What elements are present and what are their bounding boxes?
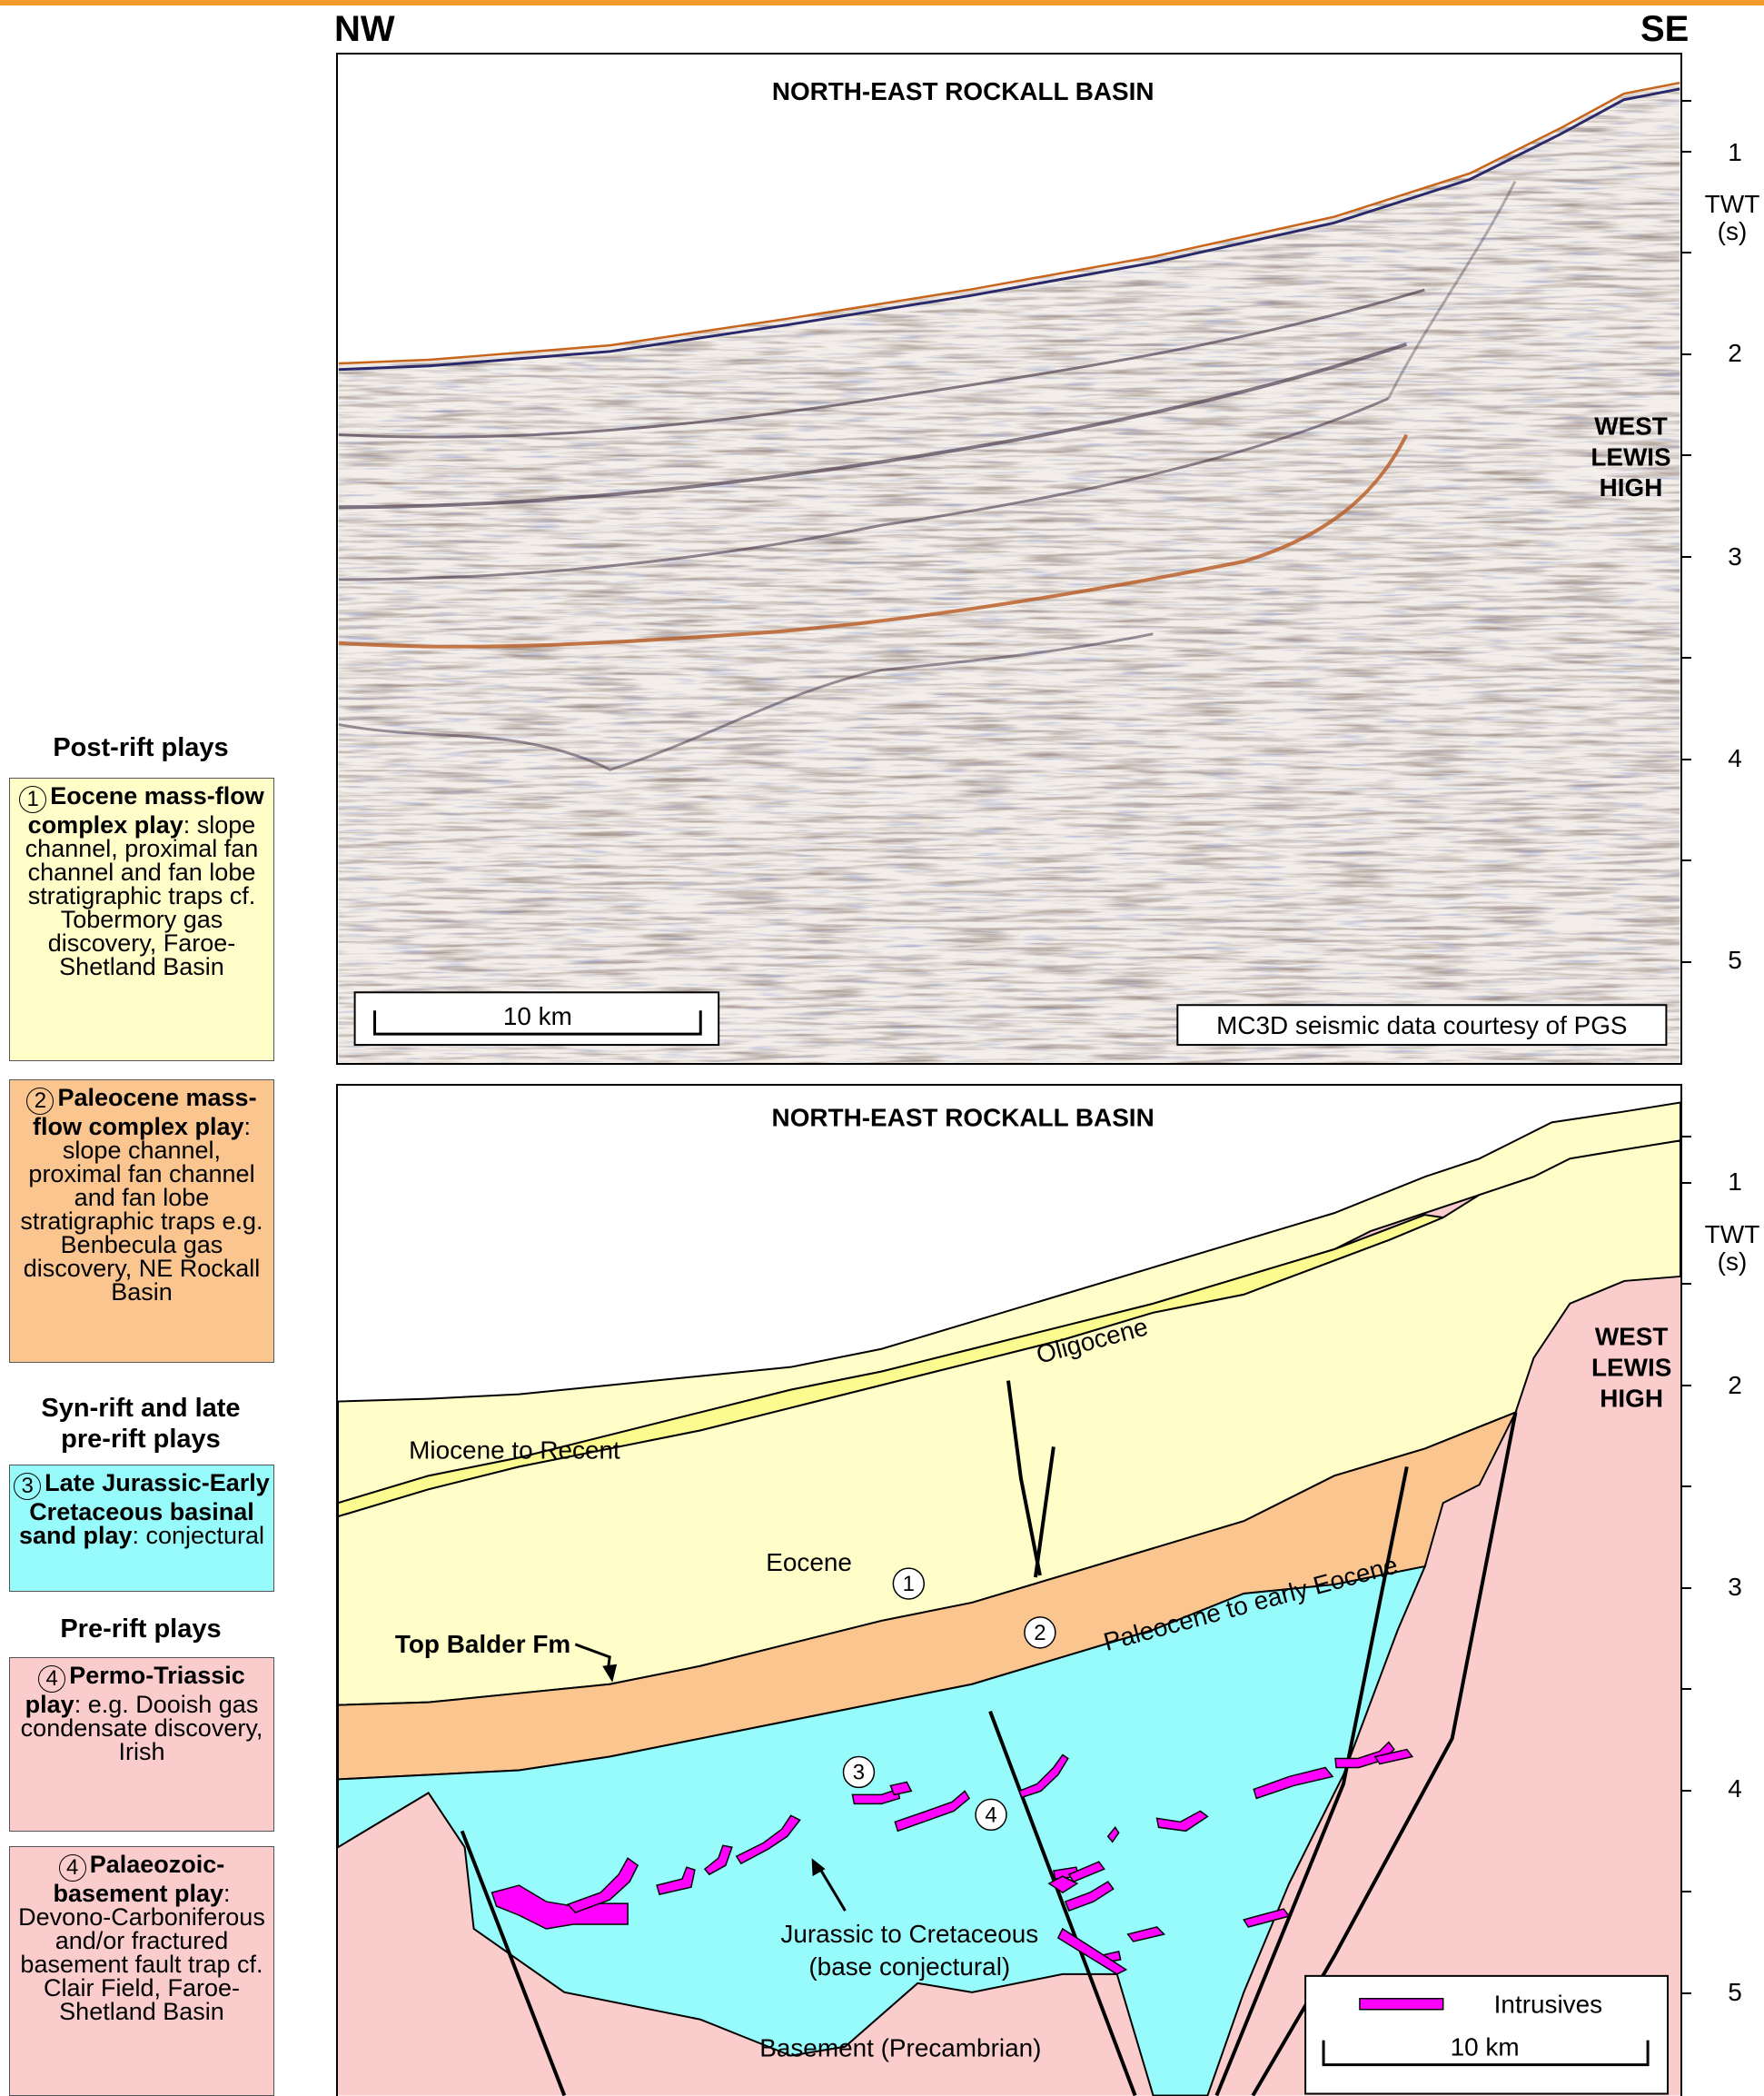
intrusive-swatch bbox=[1360, 1999, 1443, 2010]
section-twt-unit: (s) bbox=[1718, 1247, 1748, 1276]
seismic-tick-4: 4 bbox=[1728, 744, 1742, 772]
accent-bar bbox=[0, 0, 1764, 5]
seismic-high-label-3: HIGH bbox=[1600, 473, 1663, 502]
twt-axis: 1 2 3 4 5 TWT (s) 1 2 3 4 5 TWT (s) bbox=[1682, 53, 1764, 2096]
eocene-label: Eocene bbox=[766, 1548, 852, 1576]
seismic-twt-unit: (s) bbox=[1718, 217, 1748, 245]
section-tick-4: 4 bbox=[1728, 1774, 1742, 1803]
miocene-label: Miocene to Recent bbox=[409, 1435, 620, 1464]
seismic-tick-1: 1 bbox=[1728, 138, 1742, 166]
section-tick-2: 2 bbox=[1728, 1371, 1742, 1399]
jurassic-label-1: Jurassic to Cretaceous bbox=[780, 1920, 1038, 1948]
post-rift-heading: Post-rift plays bbox=[0, 732, 282, 763]
seismic-high-label-2: LEWIS bbox=[1591, 442, 1670, 471]
seismic-title: NORTH-EAST ROCKALL BASIN bbox=[772, 77, 1155, 105]
seismic-scale-bar: 10 km bbox=[355, 992, 719, 1045]
section-panel: NORTH-EAST ROCKALL BASIN WEST LEWIS HIGH… bbox=[336, 1084, 1682, 2096]
seismic-panel: NORTH-EAST ROCKALL BASIN WEST LEWIS HIGH… bbox=[336, 53, 1682, 1065]
play-number-1: 1 bbox=[19, 786, 46, 813]
section-legend: Intrusives 10 km bbox=[1305, 1976, 1668, 2094]
section-high-label-1: WEST bbox=[1595, 1323, 1669, 1351]
marker-2: 2 bbox=[1034, 1621, 1046, 1645]
section-scale-label: 10 km bbox=[1451, 2033, 1520, 2061]
intrusives-legend-label: Intrusives bbox=[1494, 1991, 1602, 2019]
section-tick-1: 1 bbox=[1728, 1167, 1742, 1196]
section-high-label-3: HIGH bbox=[1600, 1385, 1663, 1413]
seismic-twt-label: TWT bbox=[1705, 190, 1760, 218]
seismic-tick-3: 3 bbox=[1728, 542, 1742, 571]
section-tick-5: 5 bbox=[1728, 1978, 1742, 2006]
marker-1: 1 bbox=[903, 1572, 915, 1596]
marker-3: 3 bbox=[853, 1760, 865, 1784]
syn-rift-heading: Syn-rift and late pre-rift plays bbox=[0, 1393, 282, 1455]
top-balder-label: Top Balder Fm bbox=[395, 1630, 570, 1658]
seismic-credit-text: MC3D seismic data courtesy of PGS bbox=[1216, 1011, 1627, 1039]
direction-nw: NW bbox=[334, 9, 395, 50]
seismic-tick-5: 5 bbox=[1728, 946, 1742, 974]
section-twt-label: TWT bbox=[1705, 1220, 1760, 1248]
seismic-credit: MC3D seismic data courtesy of PGS bbox=[1177, 1005, 1666, 1045]
seismic-high-label-1: WEST bbox=[1594, 412, 1668, 440]
jurassic-label-2: (base conjectural) bbox=[808, 1952, 1010, 1981]
play-number-4a: 4 bbox=[38, 1665, 65, 1693]
marker-4: 4 bbox=[985, 1803, 996, 1827]
section-tick-3: 3 bbox=[1728, 1573, 1742, 1601]
pre-rift-heading: Pre-rift plays bbox=[0, 1614, 282, 1644]
play-number-4b: 4 bbox=[59, 1854, 86, 1882]
section-title: NORTH-EAST ROCKALL BASIN bbox=[772, 1103, 1155, 1131]
play-title-2: Paleocene mass-flow complex play bbox=[33, 1084, 257, 1140]
play-number-2: 2 bbox=[26, 1088, 54, 1115]
play-desc-2: : slope channel, proximal fan channel an… bbox=[20, 1113, 263, 1306]
seismic-scale-label: 10 km bbox=[503, 1002, 572, 1030]
section-high-label-2: LEWIS bbox=[1591, 1354, 1671, 1382]
play-number-3: 3 bbox=[14, 1473, 41, 1500]
seismic-tick-2: 2 bbox=[1728, 339, 1742, 367]
play-desc-1: : slope channel, proximal fan channel an… bbox=[25, 811, 259, 980]
direction-se: SE bbox=[1640, 9, 1689, 50]
basement-label: Basement (Precambrian) bbox=[759, 2034, 1041, 2062]
play-desc-3: : conjectural bbox=[132, 1522, 264, 1549]
